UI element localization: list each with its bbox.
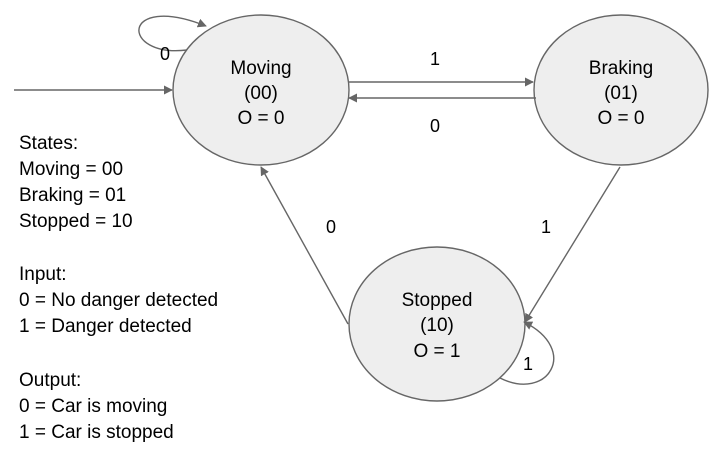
legend-output-line: 0 = Car is moving — [19, 396, 168, 417]
state-moving-output: O = 0 — [238, 108, 285, 129]
state-braking — [533, 14, 709, 166]
label-moving-to-braking: 1 — [430, 49, 440, 69]
transition-stopped-to-moving — [260, 166, 349, 325]
legend-output-heading: Output: — [19, 370, 82, 391]
legend-input-heading: Input: — [19, 264, 67, 285]
label-stopped-self: 1 — [523, 354, 533, 374]
label-braking-to-moving: 0 — [430, 116, 440, 136]
state-stopped-output: O = 1 — [414, 341, 461, 362]
state-braking-code: (01) — [604, 83, 638, 104]
legend-states-line: Stopped = 10 — [19, 211, 133, 232]
label-stopped-to-moving: 0 — [326, 217, 336, 237]
legend-input-line: 1 = Danger detected — [19, 316, 192, 337]
legend-output: Output: 0 = Car is moving 1 = Car is sto… — [19, 368, 174, 446]
state-moving-name: Moving — [230, 58, 291, 79]
state-braking-output: O = 0 — [598, 108, 645, 129]
legend-states: States: Moving = 00 Braking = 01 Stopped… — [19, 131, 133, 235]
legend-states-line: Braking = 01 — [19, 185, 127, 206]
legend-input: Input: 0 = No danger detected 1 = Danger… — [19, 262, 218, 340]
legend-states-heading: States: — [19, 133, 79, 154]
transition-braking-to-stopped — [524, 166, 621, 323]
label-braking-to-stopped: 1 — [541, 217, 551, 237]
legend-output-line: 1 = Car is stopped — [19, 422, 174, 443]
state-braking-name: Braking — [589, 58, 653, 79]
legend-states-line: Moving = 00 — [19, 159, 124, 180]
transition-stopped-self — [499, 321, 555, 385]
transition-moving-self — [138, 15, 207, 52]
legend-input-line: 0 = No danger detected — [19, 290, 219, 311]
state-moving-code: (00) — [244, 83, 278, 104]
label-moving-self: 0 — [160, 44, 170, 64]
state-stopped-name: Stopped — [402, 290, 473, 311]
state-moving — [172, 14, 350, 166]
state-stopped-code: (10) — [420, 315, 454, 336]
